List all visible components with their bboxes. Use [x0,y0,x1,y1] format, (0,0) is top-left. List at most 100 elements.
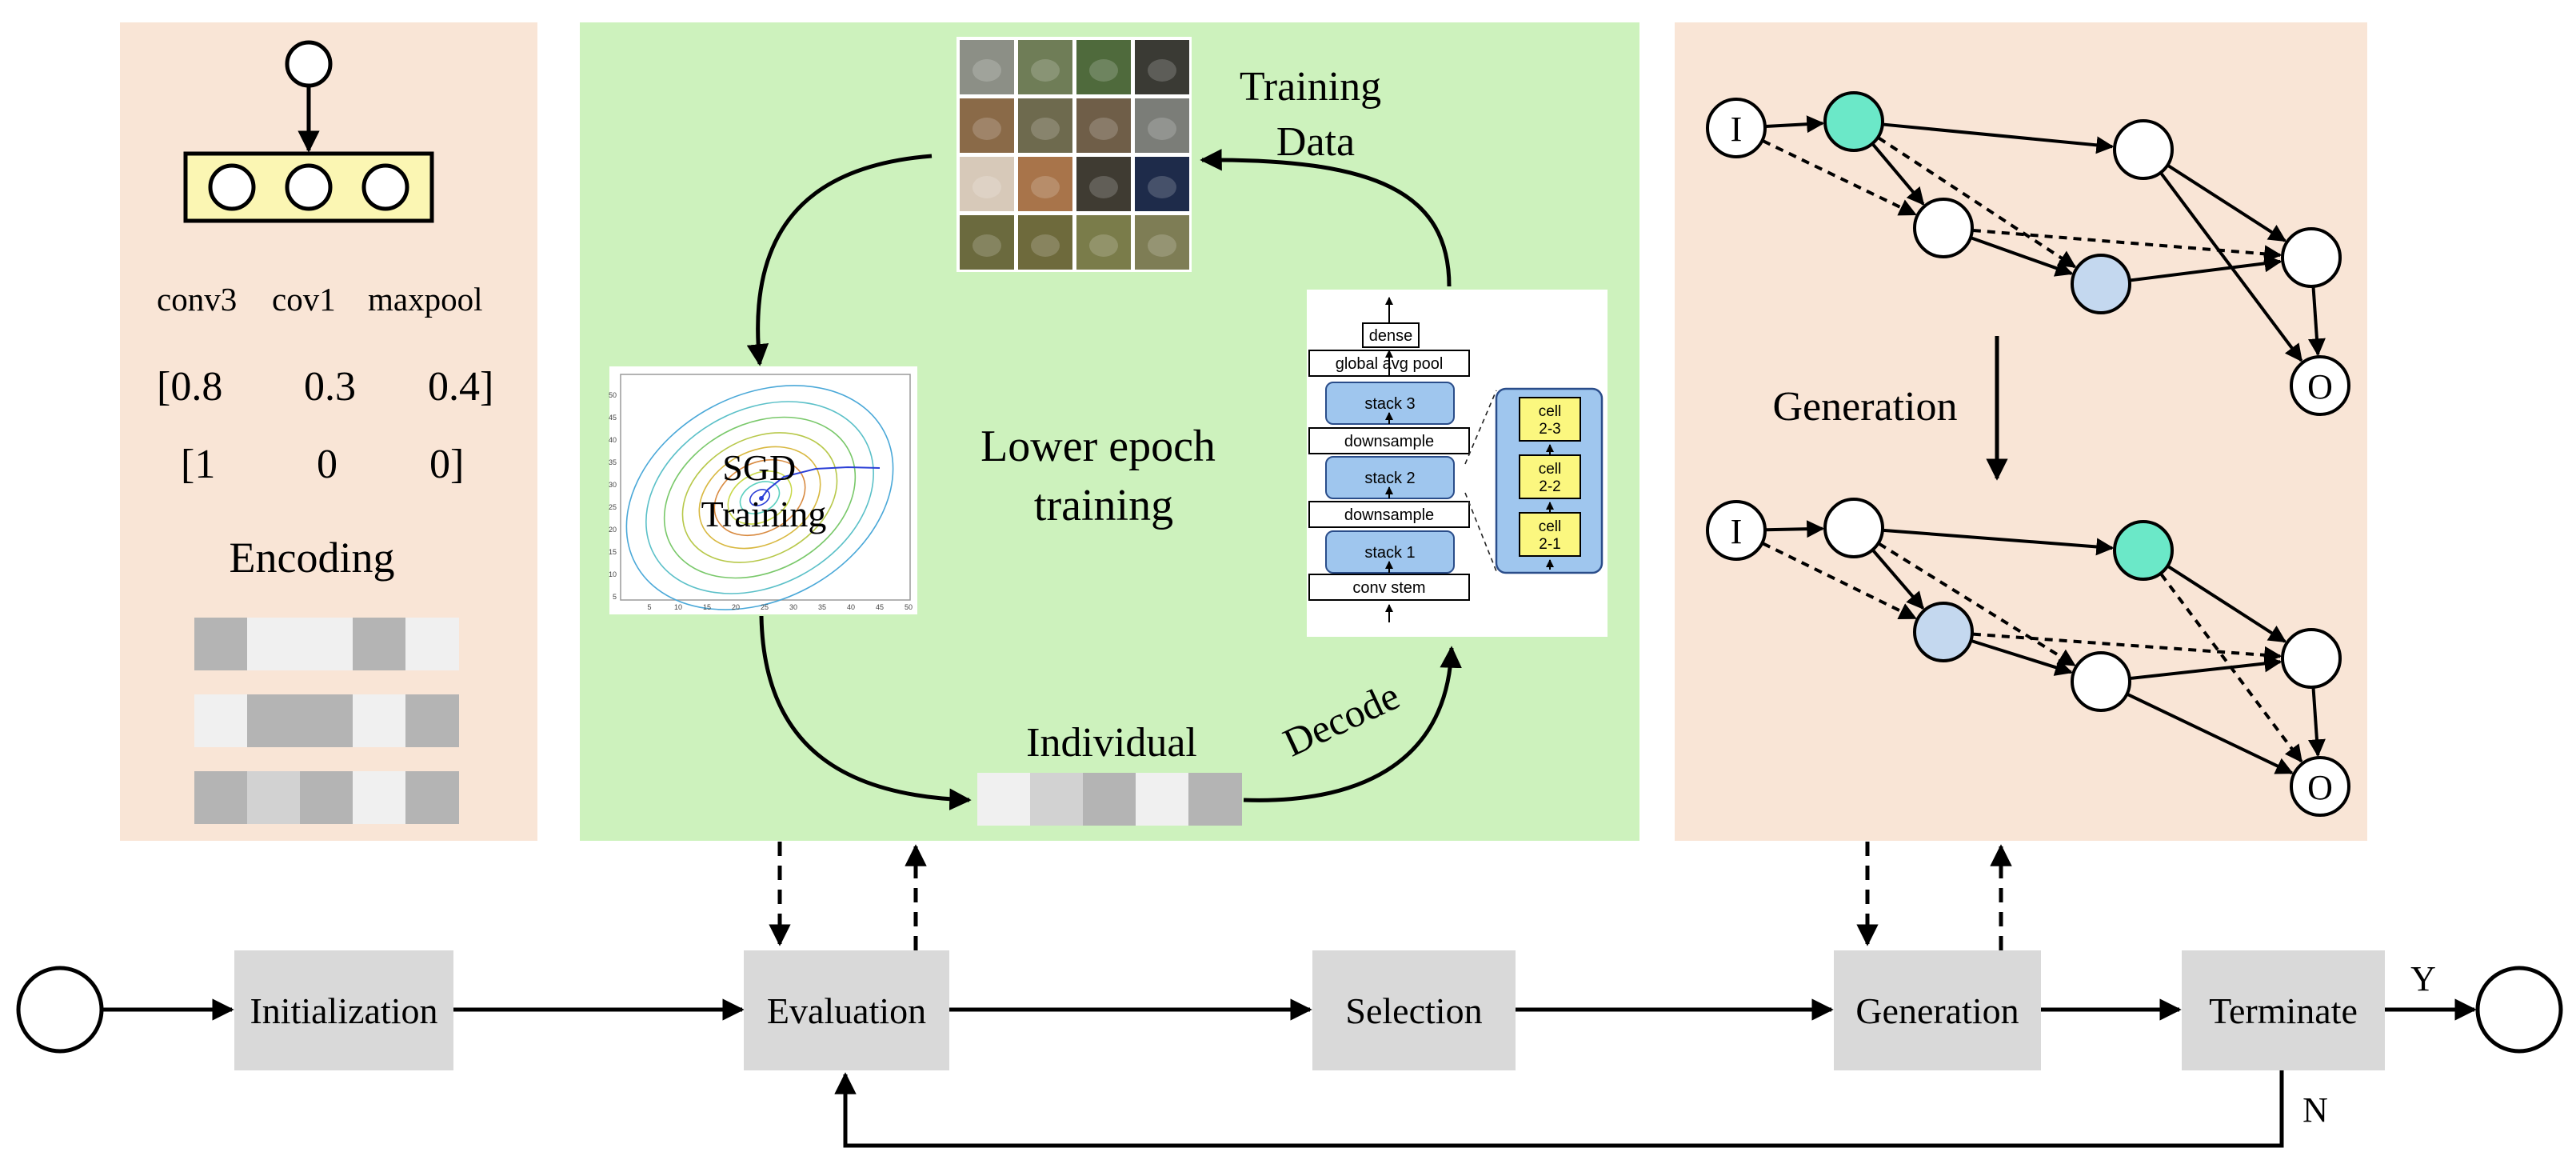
graph-node [1913,198,1974,258]
architecture-block-label: stack 2 [1364,470,1415,487]
image-tile-highlight [1148,118,1176,140]
cell-block [1519,397,1581,442]
x-tick: 40 [847,603,855,611]
image-tile [1135,40,1189,94]
architecture-block-label: dense [1369,327,1413,345]
solid-edge [2127,693,2294,774]
y-tick: 25 [609,503,617,511]
onehot-value: [1 [181,442,215,487]
image-tile-highlight [1031,118,1060,140]
onehot-vector: [1 0 0] [181,442,464,487]
input-node-label: I [1731,110,1743,149]
image-tile-highlight [972,176,1001,198]
architecture-block [1308,501,1470,528]
process-box-label: Terminate [2209,990,2358,1031]
image-tile-highlight [1148,59,1176,82]
architecture-block-label: stack 1 [1364,544,1415,562]
op-label: cov1 [272,281,336,318]
image-tile [1018,98,1072,153]
generation-arrow-label: Generation [1772,384,1957,430]
weight-value: [0.8 [157,364,222,410]
x-tick: 5 [647,603,651,611]
cell-label: 2-1 [1539,536,1560,553]
image-tile-highlight [1031,234,1060,257]
y-tick: 40 [609,436,617,444]
y-tick: 30 [609,481,617,489]
solid-edge [1765,520,1825,538]
individual-gene-cell [977,773,1031,826]
plot-frame [620,374,911,601]
graph-node [2113,119,2174,180]
image-tile [1018,215,1072,270]
contour-ring [645,401,874,594]
sgd-label-line: SGD [722,447,796,488]
input-node-label: I [1731,512,1743,551]
weight-value: 0.3 [304,364,356,410]
graph-node [2281,628,2342,689]
decode-arrow [1243,646,1462,802]
contour-lines [625,385,894,610]
y-tick: 15 [609,548,617,556]
contour-ring [698,446,821,550]
x-tick: 15 [703,603,711,611]
process-box [1834,950,2041,1070]
dashed-edge [1877,136,2077,269]
image-tile-highlight [1089,176,1118,198]
no-label: N [2302,1090,2328,1130]
architecture-block [1308,427,1470,454]
output-node [2290,355,2350,416]
process-box [1312,950,1516,1070]
architecture-block-label: stack 3 [1364,395,1415,413]
solid-edge [1871,549,1925,610]
solid-edge [2159,172,2303,362]
input-node [1706,98,1767,158]
image-tile-highlight [1089,59,1118,82]
contour-ring [663,416,857,579]
cell-label: cell [1539,461,1562,478]
graph-node [2071,651,2131,712]
operation-labels: conv3 cov1 maxpool [157,281,482,318]
operation-input-node [285,40,333,88]
end-node [2475,966,2563,1054]
architecture-block [1308,574,1470,601]
gene-cell [247,618,301,670]
individual-label: Individual [1026,720,1197,766]
process-flow-arrows [102,998,2477,1148]
process-box [234,950,453,1070]
gene-cell [405,618,459,670]
architecture-block-label: downsample [1344,433,1434,450]
op-label: maxpool [368,281,482,318]
image-tile [960,215,1014,270]
sgd-label: SGD Training [701,447,827,534]
image-tile [960,98,1014,153]
solid-edge [2130,654,2282,680]
yes-label: Y [2410,959,2436,998]
training-cycle-arrows [746,149,1462,810]
data-to-training-arrow [746,154,933,366]
lower-epoch-line: Lower epoch [980,422,1216,471]
graph-node [2113,520,2174,581]
gene-cell [353,618,406,670]
solid-edge [2167,565,2287,643]
y-tick: 50 [609,391,617,399]
gene-cell [300,694,353,747]
graph-node [2281,227,2342,288]
sgd-label-line: Training [701,494,827,534]
training-to-individual-arrow [759,615,972,810]
image-tile-highlight [1148,234,1176,257]
output-node-label: O [2307,367,2333,406]
graph-node [1823,498,1884,558]
graph-node [1913,602,1974,662]
individual-gene-cell [1030,773,1084,826]
process-box-label: Evaluation [767,990,926,1031]
cell-label: cell [1539,518,1562,535]
generation-panel [1675,22,2367,841]
solid-edge [1883,528,2115,556]
gene-cell [405,771,459,824]
solid-edge [2130,254,2282,282]
y-tick: 10 [609,570,617,578]
image-tile [1135,215,1189,270]
